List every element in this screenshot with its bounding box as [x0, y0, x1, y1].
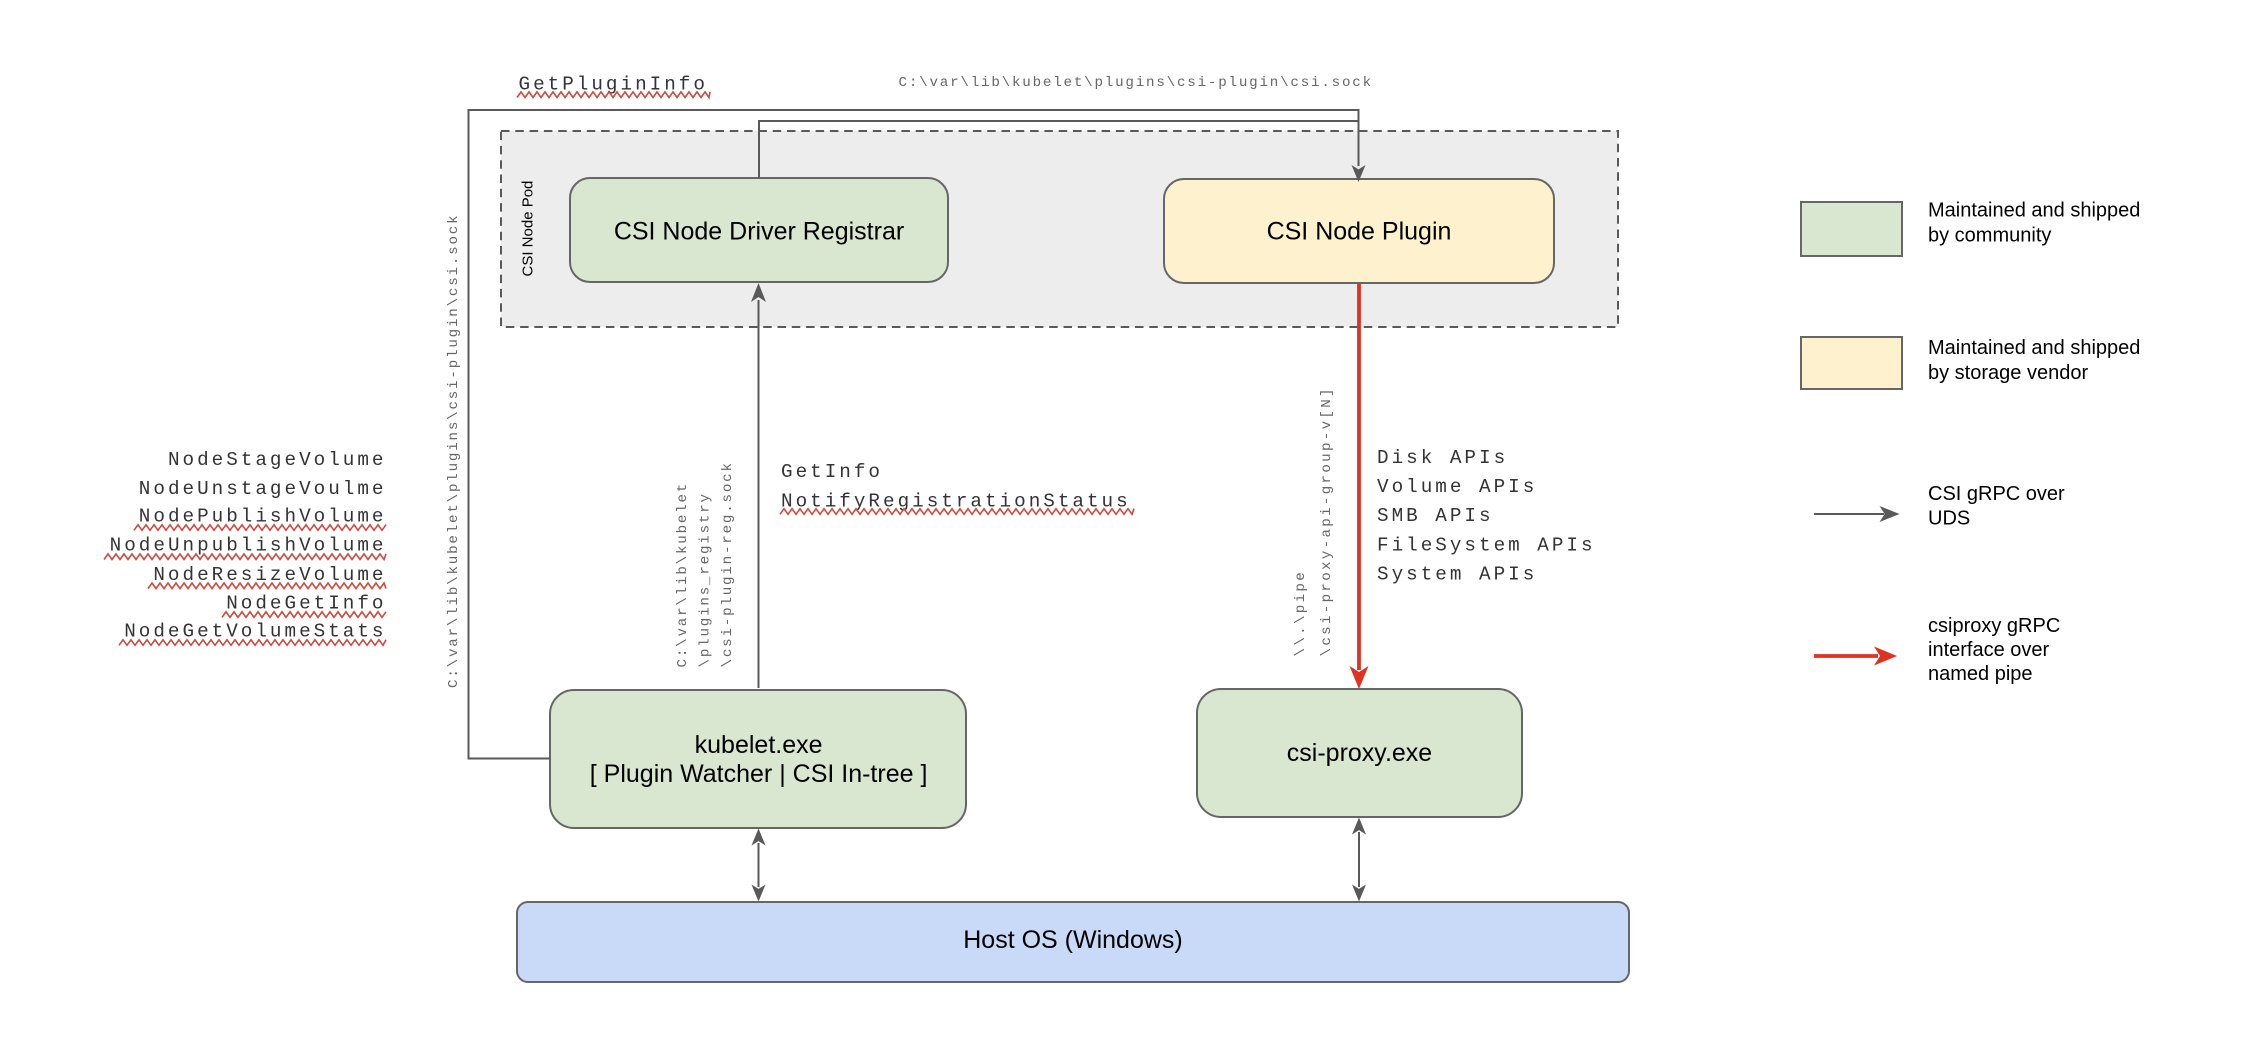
svg-text:CSI gRPC over: CSI gRPC over	[1928, 483, 2065, 505]
svg-text:NodePublishVolume: NodePublishVolume	[139, 506, 387, 528]
svg-text:NodeUnstageVoulme: NodeUnstageVoulme	[139, 478, 387, 500]
svg-text:Volume APIs: Volume APIs	[1377, 476, 1537, 498]
svg-text:C:\var\lib\kubelet\plugins\csi: C:\var\lib\kubelet\plugins\csi-plugin\cs…	[899, 75, 1373, 91]
svg-text:\csi-plugin-reg.sock: \csi-plugin-reg.sock	[720, 461, 736, 667]
svg-text:[ Plugin Watcher | CSI In-tree: [ Plugin Watcher | CSI In-tree ]	[590, 760, 928, 788]
svg-text:csi-proxy.exe: csi-proxy.exe	[1287, 739, 1432, 767]
svg-text:FileSystem APIs: FileSystem APIs	[1377, 534, 1596, 556]
svg-text:CSI Node Driver Registrar: CSI Node Driver Registrar	[614, 218, 904, 246]
svg-text:by community: by community	[1928, 225, 2051, 247]
svg-text:NodeGetVolumeStats: NodeGetVolumeStats	[124, 621, 386, 643]
svg-text:kubelet.exe: kubelet.exe	[695, 731, 823, 759]
svg-text:CSI Node Pod: CSI Node Pod	[520, 181, 537, 277]
svg-text:UDS: UDS	[1928, 508, 1970, 530]
svg-text:CSI Node Plugin: CSI Node Plugin	[1267, 218, 1452, 246]
svg-text:SMB APIs: SMB APIs	[1377, 505, 1494, 527]
svg-text:by storage vendor: by storage vendor	[1928, 362, 2088, 384]
svg-text:Maintained and shipped: Maintained and shipped	[1928, 337, 2140, 359]
svg-text:C:\var\lib\kubelet\plugins\csi: C:\var\lib\kubelet\plugins\csi-plugin\cs…	[446, 214, 462, 688]
svg-text:NodeStageVolume: NodeStageVolume	[168, 449, 387, 471]
svg-text:NodeUnpublishVolume: NodeUnpublishVolume	[110, 535, 387, 557]
svg-text:GetInfo: GetInfo	[781, 461, 883, 483]
svg-text:NodeResizeVolume: NodeResizeVolume	[153, 564, 386, 586]
svg-text:Maintained and shipped: Maintained and shipped	[1928, 200, 2140, 222]
svg-text:\\.\pipe: \\.\pipe	[1293, 570, 1309, 657]
svg-text:System APIs: System APIs	[1377, 563, 1537, 585]
svg-text:\csi-proxy-api-group-v[N]: \csi-proxy-api-group-v[N]	[1319, 386, 1335, 656]
svg-text:\plugins_registry: \plugins_registry	[698, 492, 714, 667]
svg-text:named pipe: named pipe	[1928, 663, 2033, 685]
svg-text:NotifyRegistrationStatus: NotifyRegistrationStatus	[781, 490, 1131, 512]
svg-text:Host OS (Windows): Host OS (Windows)	[963, 926, 1182, 954]
svg-text:NodeGetInfo: NodeGetInfo	[226, 593, 386, 615]
svg-text:C:\var\lib\kubelet: C:\var\lib\kubelet	[675, 482, 691, 668]
svg-text:GetPluginInfo: GetPluginInfo	[519, 74, 708, 96]
svg-text:Disk APIs: Disk APIs	[1377, 447, 1508, 469]
svg-text:interface over: interface over	[1928, 639, 2050, 661]
svg-text:csiproxy gRPC: csiproxy gRPC	[1928, 615, 2060, 637]
